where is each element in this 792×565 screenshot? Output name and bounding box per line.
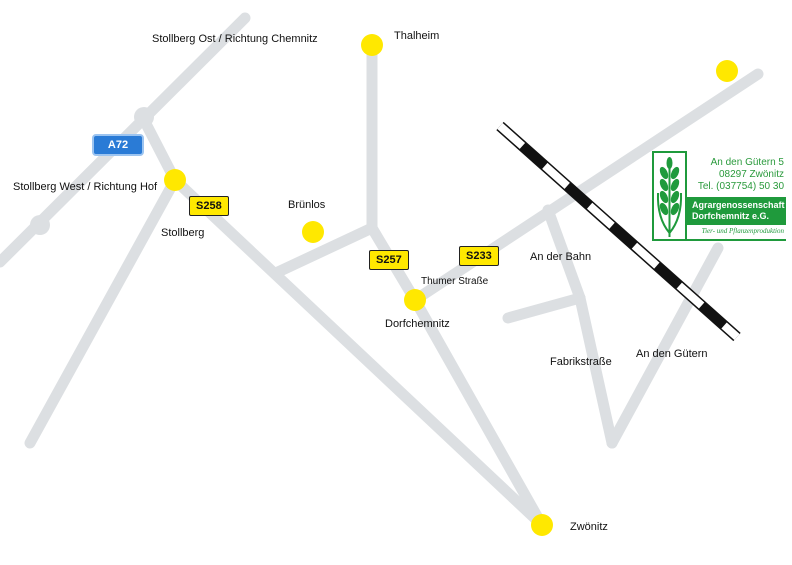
address-city: 08297 Zwönitz [718,169,784,180]
company-name-line2: Dorfchemnitz e.G. [692,211,770,221]
company-name-banner: Agrargenossenschaft Dorfchemnitz e.G. [687,197,786,225]
address-street: An den Gütern 5 [710,157,784,168]
label-stollberg-west: Stollberg West / Richtung Hof [13,181,158,193]
label-an-der-bahn: An der Bahn [530,251,592,263]
label-an-den-guetern: An den Gütern [636,348,708,360]
label-thalheim: Thalheim [394,30,440,42]
company-name-line1: Agrargenossenschaft [692,200,785,210]
town-marker-zwoenitz[interactable] [531,514,553,536]
road-an-der-bahn-west [542,204,586,304]
town-marker-bruenlos[interactable] [302,221,324,243]
road-bruenlos [272,222,378,278]
town-marker-dorfchemnitz[interactable] [404,289,426,311]
logo-frame [652,151,687,241]
road-fabrikstrasse [574,292,618,449]
label-dorfchemnitz: Dorfchemnitz [385,318,450,330]
motorway-junction-north [134,107,154,127]
road-stollberg-zwoenitz [169,174,548,531]
company-address: An den Gütern 5 08297 Zwönitz Tel. (0377… [688,157,784,193]
address-phone: Tel. (037754) 50 30 [697,181,784,192]
road-stollberg-north [137,112,181,186]
railway-line [496,121,741,342]
sign-s258: S258 [189,196,229,216]
road-an-der-bahn-branch [502,292,586,324]
road-stollberg-southwest [24,174,181,449]
town-marker-stollberg[interactable] [164,169,186,191]
road-network [0,12,764,531]
logo-underline [652,239,786,241]
town-markers [164,34,738,536]
label-fabrikstrasse: Fabrikstraße [550,356,612,368]
company-slogan: Tier- und Pflanzenproduktion [701,227,784,235]
label-thumer-strasse: Thumer Straße [421,276,489,287]
road-an-den-guetern [606,242,724,449]
wheat-ear-icon [656,157,683,237]
road-dorfchemnitz-zwoenitz [409,294,548,531]
sign-s233: S233 [459,246,499,266]
label-stollberg-ost: Stollberg Ost / Richtung Chemnitz [152,33,318,45]
town-marker-thalheim[interactable] [361,34,383,56]
town-marker-northeast[interactable] [716,60,738,82]
motorway-junction-west [30,215,50,235]
label-bruenlos: Brünlos [288,199,326,211]
label-zwoenitz: Zwönitz [570,521,608,533]
label-stollberg: Stollberg [161,227,205,239]
sign-a72: A72 [92,134,144,156]
sign-s257: S257 [369,250,409,270]
